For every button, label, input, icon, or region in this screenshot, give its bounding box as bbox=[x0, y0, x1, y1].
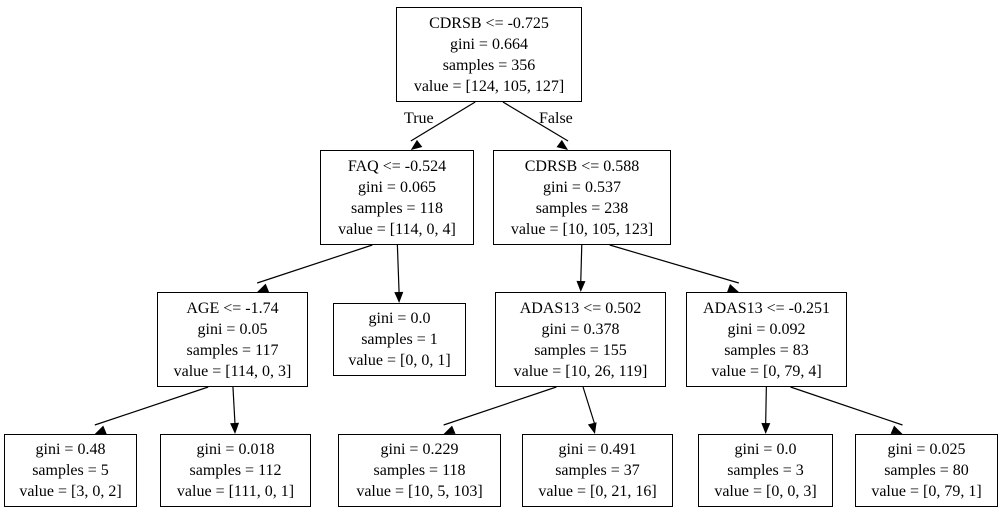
node-value: value = [0, 21, 16] bbox=[538, 483, 657, 500]
node-samples: samples = 117 bbox=[186, 341, 279, 359]
node-age-split: AGE <= -1.74 gini = 0.05 samples = 117 v… bbox=[157, 292, 308, 387]
tree-edge bbox=[502, 101, 569, 142]
tree-edge bbox=[396, 244, 400, 295]
node-samples: samples = 238 bbox=[535, 199, 629, 217]
node-value: value = [114, 0, 3] bbox=[173, 362, 292, 380]
tree-edge bbox=[790, 386, 903, 426]
tree-edge bbox=[580, 244, 583, 284]
node-rule: AGE <= -1.74 bbox=[186, 299, 279, 317]
arrow-head bbox=[94, 425, 107, 434]
node-value: value = [10, 105, 123] bbox=[510, 220, 654, 238]
arrow-head bbox=[394, 291, 404, 303]
arrow-head bbox=[257, 283, 270, 293]
node-samples: samples = 80 bbox=[884, 462, 969, 479]
edge-label-false: False bbox=[539, 110, 573, 127]
arrow-head bbox=[576, 280, 586, 292]
node-gini: gini = 0.491 bbox=[558, 441, 637, 458]
arrow-head bbox=[726, 284, 739, 293]
tree-edge bbox=[256, 244, 373, 284]
node-gini: gini = 0.0 bbox=[368, 310, 431, 327]
node-value: value = [0, 79, 1] bbox=[871, 483, 982, 500]
tree-edge bbox=[94, 386, 209, 426]
node-rule: ADAS13 <= 0.502 bbox=[519, 299, 642, 317]
node-samples: samples = 37 bbox=[555, 462, 640, 479]
node-samples: samples = 83 bbox=[724, 341, 809, 359]
arrow-head bbox=[443, 425, 456, 434]
leaf-node: gini = 0.018 samples = 112 value = [111,… bbox=[160, 434, 311, 507]
node-gini: gini = 0.0 bbox=[734, 441, 797, 458]
node-rule: FAQ <= -0.524 bbox=[347, 157, 447, 175]
node-value: value = [0, 0, 3] bbox=[714, 483, 817, 500]
node-samples: samples = 112 bbox=[189, 462, 282, 479]
node-gini: gini = 0.378 bbox=[541, 320, 620, 338]
tree-edge bbox=[232, 386, 236, 426]
node-samples: samples = 118 bbox=[351, 199, 443, 217]
node-value: value = [111, 0, 1] bbox=[176, 483, 295, 500]
leaf-node: gini = 0.0 samples = 1 value = [0, 0, 1] bbox=[333, 303, 466, 376]
node-gini: gini = 0.05 bbox=[197, 320, 268, 338]
node-samples: samples = 118 bbox=[373, 462, 466, 479]
node-gini: gini = 0.229 bbox=[380, 441, 459, 458]
arrow-head bbox=[556, 139, 569, 150]
node-gini: gini = 0.092 bbox=[727, 320, 806, 338]
node-root: CDRSB <= -0.725 gini = 0.664 samples = 3… bbox=[396, 7, 582, 102]
tree-edge bbox=[443, 386, 557, 426]
arrow-head bbox=[410, 139, 423, 150]
tree-edge bbox=[609, 244, 739, 284]
leaf-node: gini = 0.229 samples = 118 value = [10, … bbox=[338, 434, 501, 507]
node-samples: samples = 3 bbox=[727, 462, 804, 479]
node-value: value = [114, 0, 4] bbox=[338, 220, 456, 238]
arrow-head bbox=[587, 422, 597, 434]
node-gini: gini = 0.48 bbox=[35, 441, 106, 458]
node-value: value = [0, 0, 1] bbox=[348, 352, 451, 369]
edge-label-true: True bbox=[404, 110, 434, 127]
node-value: value = [3, 0, 2] bbox=[19, 483, 122, 500]
node-samples: samples = 5 bbox=[32, 462, 109, 479]
node-samples: samples = 155 bbox=[534, 341, 627, 359]
arrow-head bbox=[761, 422, 771, 434]
node-gini: gini = 0.537 bbox=[543, 178, 621, 196]
node-value: value = [10, 5, 103] bbox=[356, 483, 483, 500]
leaf-node: gini = 0.48 samples = 5 value = [3, 0, 2… bbox=[4, 434, 137, 507]
node-gini: gini = 0.018 bbox=[196, 441, 275, 458]
node-adas13-split-b: ADAS13 <= -0.251 gini = 0.092 samples = … bbox=[686, 292, 847, 387]
arrow-head bbox=[230, 422, 240, 434]
node-rule: CDRSB <= -0.725 bbox=[429, 14, 549, 32]
tree-edge bbox=[765, 386, 767, 426]
tree-edge bbox=[582, 386, 596, 426]
leaf-node: gini = 0.025 samples = 80 value = [0, 79… bbox=[855, 434, 998, 507]
node-faq-split: FAQ <= -0.524 gini = 0.065 samples = 118… bbox=[320, 150, 474, 245]
node-rule: CDRSB <= 0.588 bbox=[524, 157, 640, 175]
node-samples: samples = 356 bbox=[442, 56, 536, 74]
node-value: value = [124, 105, 127] bbox=[413, 77, 565, 95]
node-value: value = [0, 79, 4] bbox=[711, 362, 822, 380]
node-cdrsb-split: CDRSB <= 0.588 gini = 0.537 samples = 23… bbox=[493, 150, 671, 245]
arrow-head bbox=[890, 425, 903, 434]
node-gini: gini = 0.025 bbox=[887, 441, 966, 458]
tree-edge bbox=[410, 101, 476, 142]
node-value: value = [10, 26, 119] bbox=[513, 362, 648, 380]
leaf-node: gini = 0.0 samples = 3 value = [0, 0, 3] bbox=[698, 434, 833, 507]
node-gini: gini = 0.065 bbox=[358, 178, 436, 196]
node-samples: samples = 1 bbox=[361, 331, 438, 348]
node-rule: ADAS13 <= -0.251 bbox=[703, 299, 830, 317]
node-gini: gini = 0.664 bbox=[450, 35, 528, 53]
leaf-node: gini = 0.491 samples = 37 value = [0, 21… bbox=[522, 434, 673, 507]
node-adas13-split-a: ADAS13 <= 0.502 gini = 0.378 samples = 1… bbox=[495, 292, 666, 387]
